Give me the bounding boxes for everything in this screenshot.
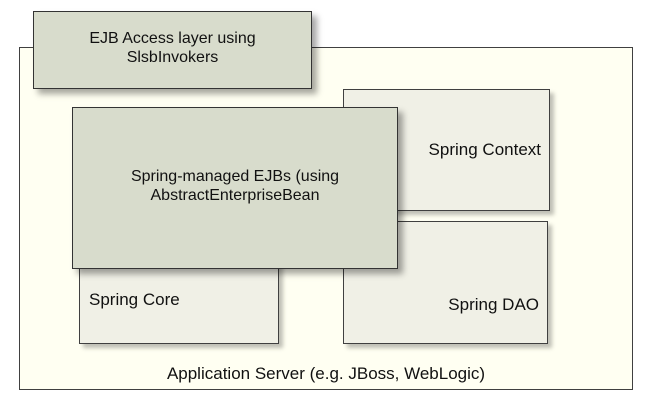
- spring-managed-ejbs-label: Spring-managed EJBs (using AbstractEnter…: [130, 168, 340, 205]
- spring-core-label: Spring Core: [89, 289, 180, 309]
- application-server-label: Application Server (e.g. JBoss, WebLogic…: [166, 363, 486, 383]
- spring-context-label: Spring Context: [428, 139, 541, 159]
- ejb-access-layer-label: EJB Access layer using SlsbInvokers: [89, 29, 256, 66]
- ejb-access-layer-box: EJB Access layer using SlsbInvokers: [33, 11, 312, 89]
- spring-dao-label: Spring DAO: [448, 294, 539, 314]
- spring-managed-ejbs-box: Spring-managed EJBs (using AbstractEnter…: [72, 107, 398, 269]
